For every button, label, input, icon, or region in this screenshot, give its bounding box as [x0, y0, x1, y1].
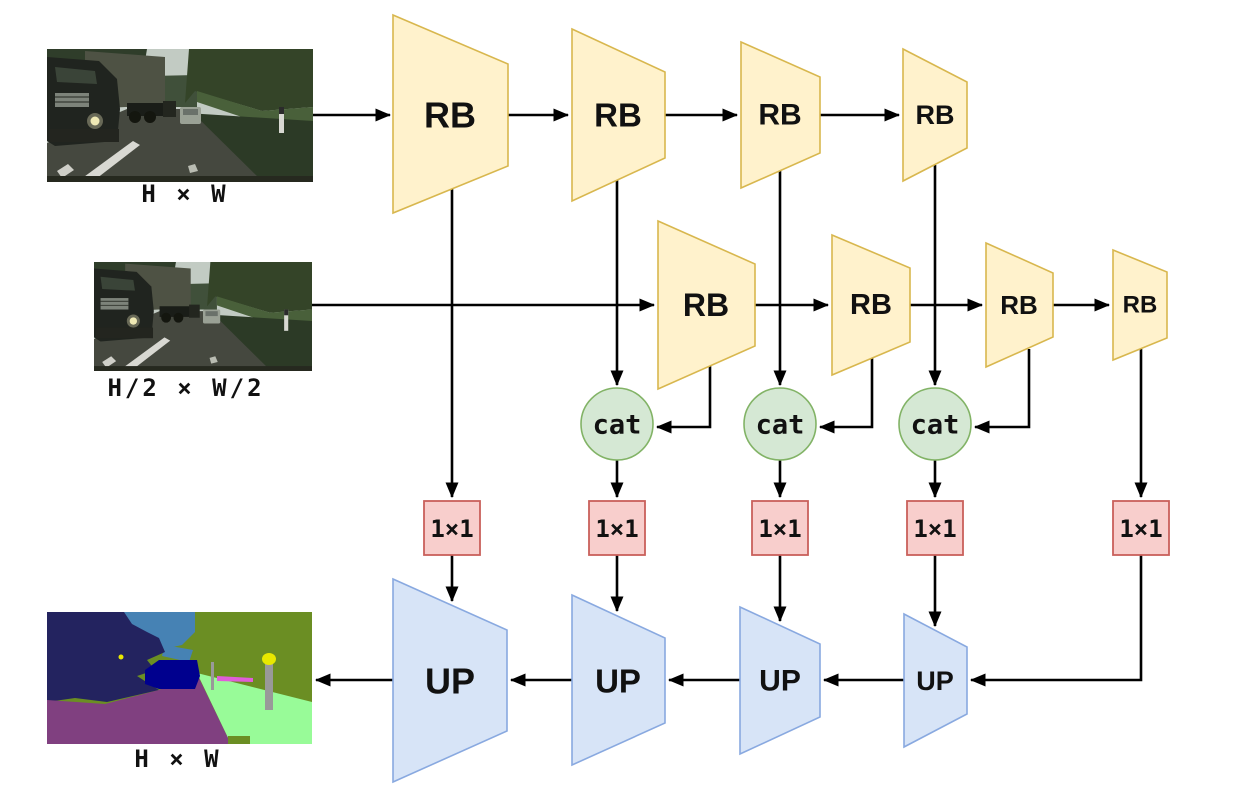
rb-block-5-label: RB [683, 287, 729, 323]
seg-car [145, 660, 200, 689]
seg-sidewalk-sliver [217, 676, 253, 682]
conv1x1-node-1 [423, 500, 481, 556]
rb-block-6-label: RB [850, 289, 892, 321]
rb-block-3-label: RB [758, 99, 801, 132]
seg-sign-dot [118, 654, 124, 660]
rb-block-1 [392, 13, 509, 215]
rb-block-7 [985, 241, 1054, 369]
rb-block-4 [902, 47, 968, 183]
conv1x1-node-2-label: 1×1 [595, 515, 638, 543]
up-block-2-label: UP [595, 663, 641, 700]
output-segmentation-image [47, 612, 312, 744]
up-block-1-label: UP [425, 661, 475, 702]
seg-pole-thin [211, 662, 214, 690]
conv1x1-node-5-label: 1×1 [1119, 515, 1162, 543]
cat-node-2-label: cat [756, 410, 805, 441]
rb-block-6 [831, 233, 911, 377]
output-caption: H × W [134, 745, 221, 773]
seg-road [47, 674, 231, 744]
up-block-4-label: UP [916, 666, 954, 696]
input-image-half [94, 262, 312, 371]
seg-vegetation-blob [228, 736, 250, 744]
conv1x1-node-4-label: 1×1 [913, 515, 956, 543]
conv1x1-node-1-label: 1×1 [430, 515, 473, 543]
rb-block-8-label: RB [1123, 292, 1158, 319]
seg-traffic-sign [262, 653, 276, 665]
arrow-conv5-to-up4 [969, 555, 1143, 687]
seg-terrain [197, 673, 312, 744]
cat-node-2 [743, 387, 817, 461]
up-block-3-label: UP [759, 665, 801, 698]
arrow-rb6-to-cat2 [818, 357, 874, 434]
cat-node-1 [580, 387, 654, 461]
connectors [312, 108, 1148, 687]
up-block-3 [739, 605, 821, 756]
rb-block-8 [1112, 248, 1168, 362]
cat-node-3-label: cat [911, 410, 960, 441]
rb-block-5 [657, 219, 756, 391]
conv1x1-node-3 [751, 500, 809, 556]
rb-block-1-label: RB [424, 95, 476, 136]
up-block-4 [903, 612, 968, 749]
conv1x1-node-4 [906, 500, 964, 556]
rb-block-2-label: RB [594, 97, 642, 134]
up-block-1 [392, 577, 508, 784]
input-image-full [47, 49, 313, 182]
seg-pole [265, 662, 273, 710]
rb-block-2 [571, 27, 666, 203]
conv1x1-node-3-label: 1×1 [758, 515, 801, 543]
seg-building [47, 612, 165, 702]
rb-block-4-label: RB [916, 100, 955, 130]
conv1x1-node-5 [1112, 500, 1170, 556]
conv1x1-node-2 [588, 500, 646, 556]
rb-block-7-label: RB [1000, 290, 1038, 320]
seg-sky-blob [162, 645, 193, 662]
input-full-caption: H × W [141, 180, 228, 208]
input-half-caption: H/2 × W/2 [107, 374, 264, 402]
cat-node-3 [898, 387, 972, 461]
up-block-2 [571, 593, 666, 767]
rb-block-3 [740, 40, 821, 190]
arrow-rb7-to-cat3 [973, 349, 1031, 434]
arrow-rb5-to-cat1 [655, 366, 712, 434]
cat-node-1-label: cat [593, 410, 642, 441]
